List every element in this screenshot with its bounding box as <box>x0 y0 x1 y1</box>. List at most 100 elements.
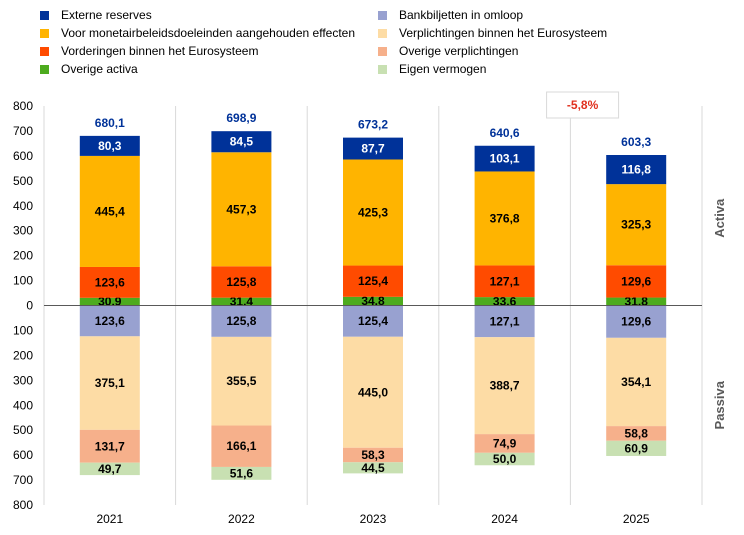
x-tick-label: 2021 <box>96 512 123 526</box>
bar-segment <box>474 171 535 266</box>
legend-swatch <box>378 28 387 38</box>
data-label: 74,9 <box>493 436 517 450</box>
legend-item: Verplichtingen binnen het Eurosysteem <box>378 26 607 40</box>
legend-label: Eigen vermogen <box>399 62 487 76</box>
legend-item: Voor monetairbeleidsdoeleinden aangehoud… <box>40 26 355 40</box>
bar-segment <box>474 452 535 466</box>
bar-segment <box>606 337 667 427</box>
bar-segment <box>606 440 667 456</box>
bar-segment <box>343 305 403 337</box>
y-tick-label: 600 <box>13 448 33 462</box>
legend-swatch <box>40 10 49 20</box>
data-label: 127,1 <box>490 274 520 288</box>
data-label: 33,6 <box>493 294 517 308</box>
data-label: 49,7 <box>98 462 122 476</box>
annotation-box <box>546 91 620 119</box>
data-label: 34,8 <box>361 294 385 308</box>
data-label: 125,8 <box>226 275 256 289</box>
x-tick-label: 2025 <box>623 512 650 526</box>
y-tick-label: 600 <box>13 149 33 163</box>
legend-item: Eigen vermogen <box>378 62 486 76</box>
bar-segment <box>79 336 140 430</box>
data-label: 129,6 <box>621 315 651 329</box>
bar-segment <box>211 425 272 467</box>
data-label: 58,8 <box>625 426 649 440</box>
data-label: 166,1 <box>226 439 256 453</box>
bar-segment <box>79 429 140 463</box>
data-label: 50,0 <box>493 452 517 466</box>
x-tick-label: 2024 <box>491 512 518 526</box>
legend-label: Externe reserves <box>61 8 152 22</box>
legend-label: Voor monetairbeleidsdoeleinden aangehoud… <box>61 26 356 40</box>
data-label: 131,7 <box>95 439 125 453</box>
data-label: 60,9 <box>625 441 649 455</box>
y-tick-label: 300 <box>13 373 33 387</box>
data-label: 445,0 <box>358 385 388 399</box>
side-label-top: Activa <box>712 198 727 238</box>
x-tick-label: 2022 <box>228 512 255 526</box>
legend-item: Bankbiljetten in omloop <box>378 8 523 22</box>
y-tick-label: 400 <box>13 199 33 213</box>
y-tick-label: 400 <box>13 398 33 412</box>
y-tick-label: 700 <box>13 473 33 487</box>
legend: Externe reserves Voor monetairbeleidsdoe… <box>0 0 744 80</box>
annotation-label: -5,8% <box>567 98 599 112</box>
bar-segment <box>343 462 403 474</box>
bar-segment <box>79 155 140 267</box>
bar-segment <box>343 447 403 463</box>
total-label: 698,9 <box>226 111 256 125</box>
data-label: 58,3 <box>361 448 385 462</box>
bar-segment <box>606 297 667 306</box>
bar-segment <box>606 184 667 266</box>
bar-segment <box>343 265 403 297</box>
legend-swatch <box>40 64 49 74</box>
bar-segment <box>343 159 403 266</box>
data-label: 355,5 <box>226 374 256 388</box>
data-label: 127,1 <box>490 314 520 328</box>
data-label: 388,7 <box>490 379 520 393</box>
data-label: 84,5 <box>230 135 254 149</box>
data-label: 129,6 <box>621 274 651 288</box>
bar-segment <box>474 337 535 435</box>
bar-segment <box>211 266 272 298</box>
side-label-bottom: Passiva <box>712 380 727 429</box>
data-label: 354,1 <box>621 375 651 389</box>
bar-segment <box>211 466 272 480</box>
legend-item: Vorderingen binnen het Eurosysteem <box>40 44 258 58</box>
bar-segment <box>606 155 667 185</box>
bar-segment <box>211 305 272 337</box>
legend-swatch <box>378 64 387 74</box>
data-label: 116,8 <box>622 163 652 177</box>
y-tick-label: 0 <box>26 299 33 313</box>
bar-segment <box>343 137 403 160</box>
bar-segment <box>474 305 535 338</box>
data-label: 125,4 <box>358 274 388 288</box>
y-tick-label: 200 <box>13 348 33 362</box>
bar-segment <box>211 131 272 153</box>
data-label: 123,6 <box>95 275 125 289</box>
legend-swatch <box>378 46 387 56</box>
bar-segment <box>474 265 535 298</box>
data-label: 44,5 <box>361 461 385 475</box>
data-label: 51,6 <box>230 466 254 480</box>
legend-swatch <box>40 46 49 56</box>
bar-segment <box>343 296 403 306</box>
bar-segment <box>474 297 535 306</box>
y-tick-label: 500 <box>13 423 33 437</box>
bar-segment <box>606 305 667 338</box>
data-label: 445,4 <box>95 204 125 218</box>
bar-segment <box>211 152 272 267</box>
bar-segment <box>79 297 140 306</box>
legend-swatch <box>378 10 387 20</box>
y-tick-label: 300 <box>13 224 33 238</box>
legend-label: Bankbiljetten in omloop <box>399 8 524 22</box>
data-label: 457,3 <box>226 202 256 216</box>
data-label: 87,7 <box>361 142 385 156</box>
bar-segment <box>343 336 403 448</box>
y-tick-label: 800 <box>13 498 33 512</box>
total-label: 640,6 <box>490 126 520 140</box>
data-label: 425,3 <box>358 206 388 220</box>
y-tick-label: 200 <box>13 249 33 263</box>
data-label: 103,1 <box>490 152 520 166</box>
